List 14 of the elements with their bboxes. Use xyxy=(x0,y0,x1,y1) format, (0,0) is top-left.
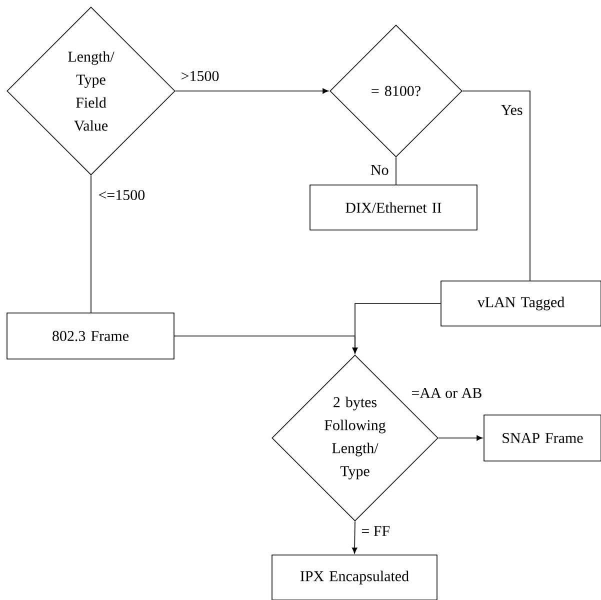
arrow xyxy=(438,435,483,441)
process-box: DIX/Ethernet II xyxy=(310,184,478,230)
process-box: SNAP Frame xyxy=(484,414,601,462)
edge-label: Yes xyxy=(500,104,524,116)
arrow xyxy=(352,303,441,354)
process-box: 802.3 Frame xyxy=(6,312,174,360)
edge-label: >1500 xyxy=(180,70,220,82)
process-box: vLAN Tagged xyxy=(440,280,601,326)
edge-label: No xyxy=(369,164,390,176)
arrow xyxy=(352,521,358,554)
edge-label: <=1500 xyxy=(97,188,146,202)
process-box: IPX Encapsulated xyxy=(272,554,438,600)
arrow xyxy=(175,88,329,94)
edge-label: = FF xyxy=(360,525,392,537)
